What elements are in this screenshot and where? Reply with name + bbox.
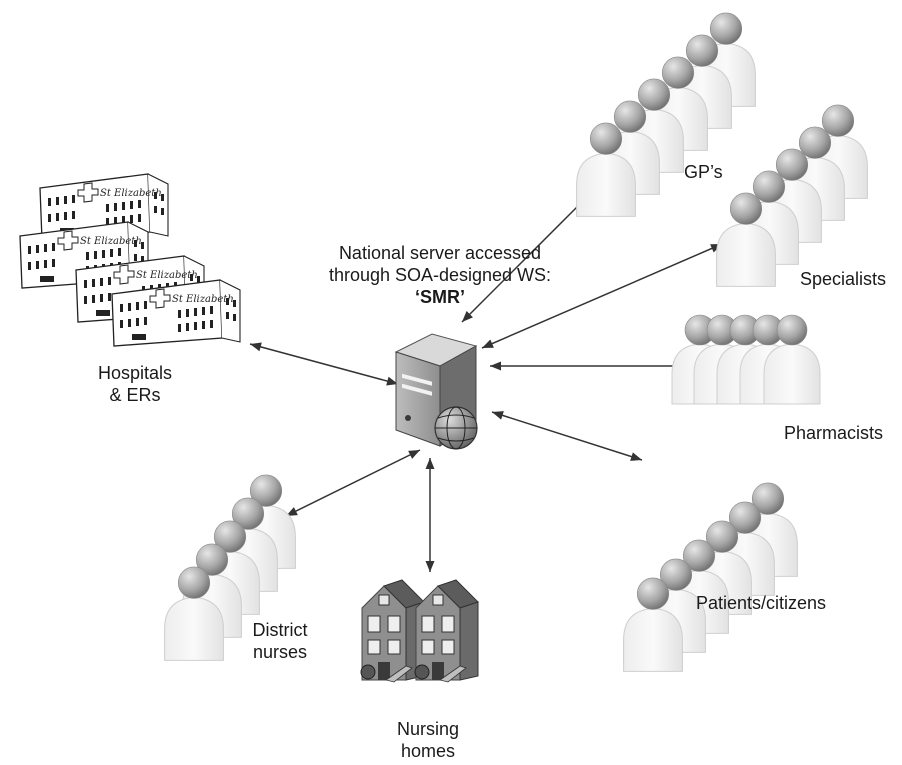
hospitals-group: St Elizabeth St Elizabeth St Elizabeth St E…	[19, 173, 241, 347]
national-server-icon	[394, 333, 478, 450]
gps-group	[576, 12, 756, 217]
server-caption-name: ‘SMR’	[414, 287, 465, 307]
nursing-homes-group	[360, 579, 479, 683]
hospitals-label-line2: & ERs	[109, 385, 161, 405]
pharmacists-label: Pharmacists	[784, 423, 884, 443]
district-nurses-label-line1: District	[252, 620, 308, 640]
connector-district-nurses	[285, 449, 421, 517]
hospitals-label-line1: Hospitals	[97, 363, 173, 383]
icon-layer: St Elizabeth St Elizabeth St Elizabeth St E…	[19, 12, 868, 683]
house-icon	[360, 579, 425, 683]
gps-label: GP’s	[684, 162, 723, 182]
hospital-sign-text: St Elizabeth	[100, 188, 162, 199]
specialists-label: Specialists	[800, 269, 887, 289]
server-caption-line1: National server accessed	[338, 243, 542, 263]
connector-nursing-homes	[425, 458, 435, 572]
hospital-sign-text: St Elizabeth	[80, 236, 142, 247]
connector-layer	[249, 179, 723, 572]
patients-label: Patients/citizens	[696, 593, 827, 613]
specialists-group	[716, 104, 868, 287]
globe-icon	[434, 406, 478, 450]
server-caption-line2: through SOA-designed WS:	[328, 265, 552, 285]
district-nurses-label-line2: nurses	[252, 642, 308, 662]
house-icon	[414, 579, 479, 683]
nursing-homes-label-line2: homes	[400, 741, 456, 761]
patients-group	[623, 482, 798, 672]
hospital-sign-text: St Elizabeth	[136, 270, 198, 281]
hospital-sign-text: St Elizabeth	[172, 294, 234, 305]
server-caption: National server accessed through SOA-des…	[300, 242, 580, 308]
connector-hospitals	[249, 342, 399, 386]
nursing-homes-label-line1: Nursing	[396, 719, 460, 739]
pharmacists-group	[671, 314, 821, 405]
connector-pharmacists	[490, 361, 684, 371]
connector-patients	[491, 411, 643, 461]
district-nurses-label: District nurses	[232, 619, 328, 663]
nursing-homes-label: Nursing homes	[378, 718, 478, 762]
hospitals-label: Hospitals & ERs	[80, 362, 190, 406]
